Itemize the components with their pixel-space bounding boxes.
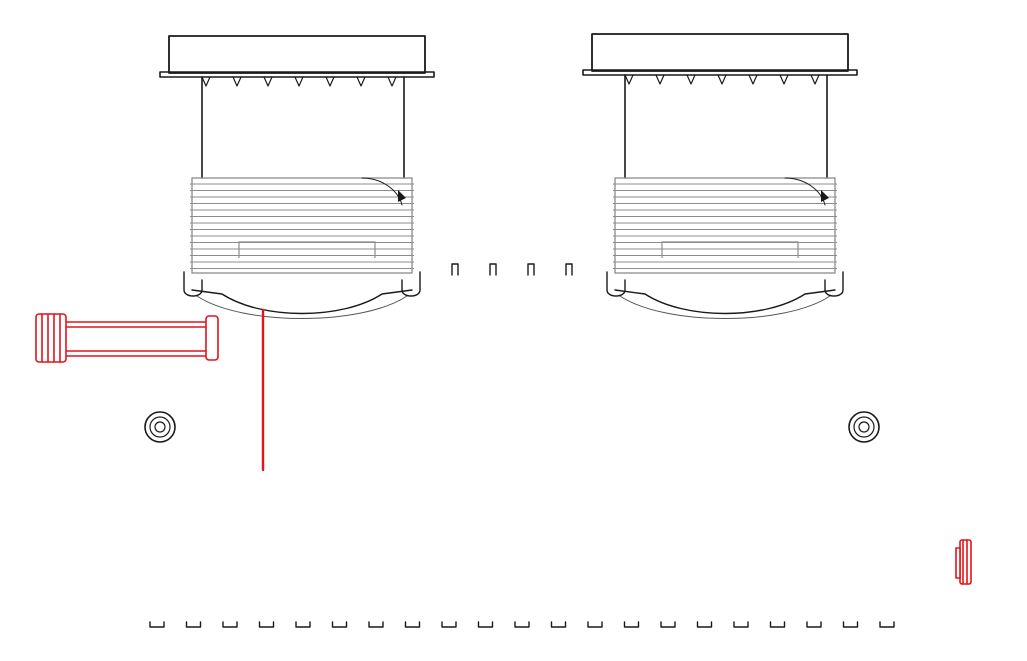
collar-tab [238, 241, 376, 258]
bottom-rib [441, 621, 457, 628]
riser-shaft [624, 74, 828, 179]
flange-tooth [748, 74, 758, 85]
side-port-left [144, 411, 176, 443]
riser-shaft [201, 76, 405, 179]
bottom-rib [587, 621, 603, 628]
riser-lid [591, 33, 849, 72]
bottom-rib [514, 621, 530, 628]
bottom-rib [769, 621, 786, 628]
flange-tooth [356, 76, 366, 87]
side-port-right [848, 411, 880, 443]
bottom-rib [368, 621, 384, 628]
riser-lid [168, 35, 426, 74]
flange-tooth [232, 76, 242, 87]
bottom-rib [258, 621, 275, 628]
flange-tooth [201, 76, 211, 87]
bottom-rib [404, 621, 421, 628]
flange-tooth [624, 74, 634, 85]
riser-flange [159, 71, 435, 78]
flange-tooth [810, 74, 820, 85]
riser-right [582, 33, 858, 319]
riser-saddle [614, 289, 836, 315]
flange-tooth [717, 74, 727, 85]
riser-latch-curve [361, 177, 403, 206]
riser-socket-left [183, 271, 203, 297]
bottom-rib [331, 621, 348, 628]
riser-latch-curve [784, 177, 826, 206]
riser-saddle-inner [196, 295, 408, 319]
riser-flange [582, 69, 858, 76]
neck-teeth [451, 263, 573, 276]
bottom-rib [879, 621, 895, 628]
flange-tooth [263, 76, 273, 87]
riser-latch [821, 190, 829, 202]
bottom-rib [149, 621, 165, 628]
bottom-rib [733, 621, 749, 628]
flange-tooth [655, 74, 665, 85]
collar-tab [661, 241, 799, 258]
riser-socket-right [824, 271, 844, 297]
flange-tooth [325, 76, 335, 87]
flange-tooth [294, 76, 304, 87]
bottom-rib [550, 621, 567, 628]
riser-collar [614, 177, 836, 274]
bottom-rib [623, 621, 640, 628]
bottom-rib [696, 621, 713, 628]
bottom-rib [806, 621, 822, 628]
riser-saddle [191, 289, 413, 315]
riser-collar [191, 177, 413, 274]
flange-tooth [779, 74, 789, 85]
bottom-rib [222, 621, 238, 628]
bottom-rib [295, 621, 311, 628]
bottom-ribs [149, 621, 895, 628]
riser-left [159, 35, 435, 319]
bottom-rib [660, 621, 676, 628]
riser-latch [398, 190, 406, 202]
bottom-rib [477, 621, 494, 628]
tank-end-right [915, 295, 933, 605]
riser-socket-right [401, 271, 421, 297]
flange-tooth [387, 76, 397, 87]
bottom-rib [842, 621, 859, 628]
riser-saddle-inner [619, 295, 831, 319]
riser-socket-left [606, 271, 626, 297]
flange-tooth [686, 74, 696, 85]
outlet-fitting [955, 539, 972, 585]
inlet-pipe [35, 313, 219, 363]
bottom-rib [185, 621, 202, 628]
